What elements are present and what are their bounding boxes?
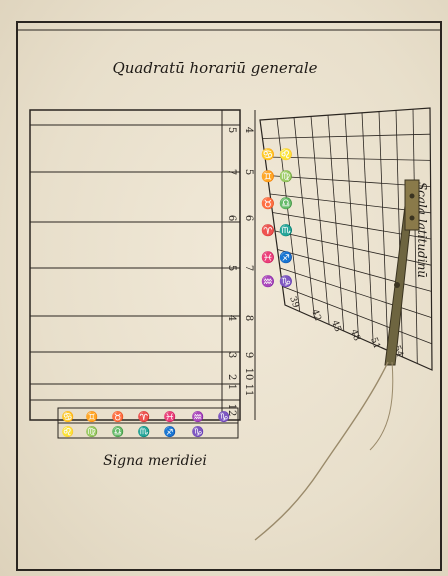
- hour-number: 8: [243, 315, 254, 321]
- hour-number: 5: [243, 169, 254, 175]
- hour-number: 6: [226, 215, 237, 221]
- zodiac-sign: ♊: [261, 170, 275, 183]
- bottom-sign: ♒: [192, 410, 204, 423]
- latitude-scale: [259, 107, 433, 371]
- hour-number: 3: [226, 352, 237, 358]
- hour-number: 5: [226, 265, 237, 271]
- latitude-number: 42: [309, 308, 322, 322]
- zodiac-sign: ♐: [279, 251, 293, 264]
- hour-grid: [29, 109, 241, 421]
- latitude-lines: [262, 109, 432, 364]
- title: Quadratū horariū generale: [112, 59, 317, 77]
- latitude-number: 45: [329, 319, 342, 333]
- zodiac-sign: ♌: [279, 148, 293, 161]
- latitude-row: [282, 286, 432, 345]
- latitude-row: [269, 193, 431, 214]
- zodiac-sign: ♓: [261, 251, 275, 264]
- bottom-sign: ♋: [62, 410, 74, 423]
- latitude-number: 39: [287, 295, 300, 309]
- bottom-sign: ♓: [164, 410, 176, 423]
- brass-pointer: [254, 179, 420, 541]
- latitude-number: 51: [368, 336, 381, 350]
- latitude-row: [277, 249, 432, 292]
- hour-numbers-right: 5 7 6 5 4 3 2 1 12: [226, 127, 237, 417]
- latitude-row: [264, 156, 431, 161]
- zodiac-sign: ♒: [261, 275, 275, 288]
- zodiac-sign: ♑: [279, 275, 293, 288]
- hour-number: 7: [226, 169, 237, 175]
- latitude-row: [267, 175, 431, 187]
- latitude-row: [262, 133, 431, 139]
- zodiac-sign: ♈: [261, 224, 275, 237]
- zodiac-sign: ♏: [279, 224, 293, 237]
- hour-number: 9: [243, 352, 254, 358]
- bottom-sign: ♊: [86, 410, 98, 423]
- hour-numbers-left: 4 5 6 7 8 9 10 11: [243, 127, 254, 397]
- bottom-label: Signa meridiei: [103, 453, 207, 469]
- zodiac-signs: ♋ ♊ ♉ ♈ ♓ ♒ ♌ ♍ ♎ ♏ ♐ ♑: [261, 148, 293, 288]
- hour-number: 12: [226, 404, 237, 417]
- hour-number: 6: [243, 215, 254, 221]
- bottom-sign: ♉: [112, 410, 124, 423]
- bottom-sign: ♑: [192, 425, 204, 438]
- latitude-number: 48: [348, 328, 361, 342]
- bottom-sign: ♐: [164, 425, 176, 438]
- bottom-sign: ♌: [62, 425, 74, 438]
- hour-number: 10 11: [243, 368, 254, 397]
- zodiac-sign: ♍: [279, 170, 293, 183]
- zodiac-sign: ♎: [279, 197, 293, 210]
- outer-frame: [16, 21, 442, 571]
- hour-number: 7: [243, 265, 254, 271]
- bottom-signs: ♋ ♊ ♉ ♈ ♓ ♒ ♑ ♌ ♍ ♎ ♏ ♐ ♑: [57, 407, 239, 439]
- bottom-sign: ♑: [218, 410, 230, 423]
- bottom-sign: ♎: [112, 425, 124, 438]
- latitude-row: [279, 267, 432, 318]
- hour-number: 4: [243, 127, 254, 133]
- zodiac-sign: ♉: [261, 197, 275, 210]
- hour-number: 2 1: [226, 374, 237, 390]
- bottom-sign: ♈: [138, 410, 150, 423]
- hour-number: 4: [226, 315, 237, 321]
- bottom-sign: ♏: [138, 425, 150, 438]
- zodiac-sign: ♋: [261, 148, 275, 161]
- hour-number: 5: [226, 127, 237, 133]
- hour-lines: [30, 171, 240, 401]
- bottom-sign: ♍: [86, 425, 98, 438]
